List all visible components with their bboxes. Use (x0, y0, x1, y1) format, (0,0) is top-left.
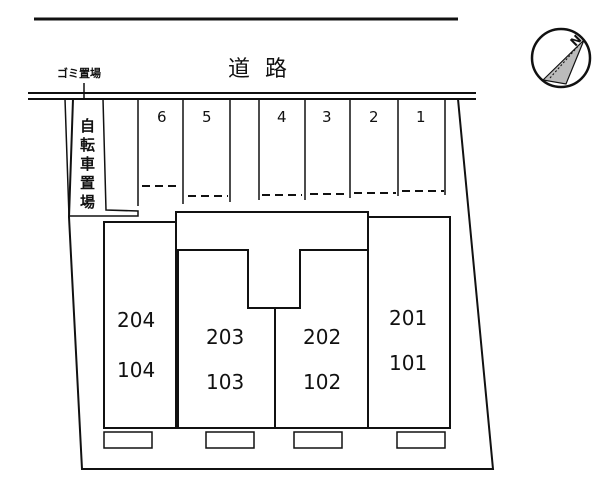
building-202-102 (274, 249, 369, 429)
svg-text:自: 自 (80, 117, 95, 135)
road-label: 道 路 (228, 57, 291, 82)
parking-slot-6: 6 (157, 108, 167, 126)
svg-text:転: 転 (80, 136, 95, 154)
unit-203: 203 (206, 325, 244, 349)
unit-201: 201 (389, 306, 427, 330)
north-arrow-icon: N (530, 27, 592, 89)
parking-slot-1: 1 (416, 108, 426, 126)
unit-102: 102 (303, 370, 341, 394)
parking-dividers (137, 99, 446, 206)
unit-101: 101 (389, 351, 427, 375)
entrance-steps (103, 431, 446, 449)
parking-slot-2: 2 (369, 108, 379, 126)
unit-204: 204 (117, 308, 155, 332)
bicycle-parking-label: 自 転 車 置 場 (80, 117, 95, 211)
unit-202: 202 (303, 325, 341, 349)
svg-text:車: 車 (80, 155, 95, 173)
parking-dashes (142, 185, 444, 197)
building-204-104 (103, 221, 177, 429)
parking-slot-5: 5 (202, 108, 212, 126)
svg-text:置: 置 (80, 174, 95, 192)
parking-slot-4: 4 (277, 108, 287, 126)
unit-103: 103 (206, 370, 244, 394)
unit-104: 104 (117, 358, 155, 382)
bicycle-parking-area (64, 98, 139, 217)
parking-slot-3: 3 (322, 108, 332, 126)
garbage-label: ゴミ置場 (57, 66, 101, 80)
property-boundary (67, 98, 495, 470)
svg-text:場: 場 (80, 193, 95, 211)
